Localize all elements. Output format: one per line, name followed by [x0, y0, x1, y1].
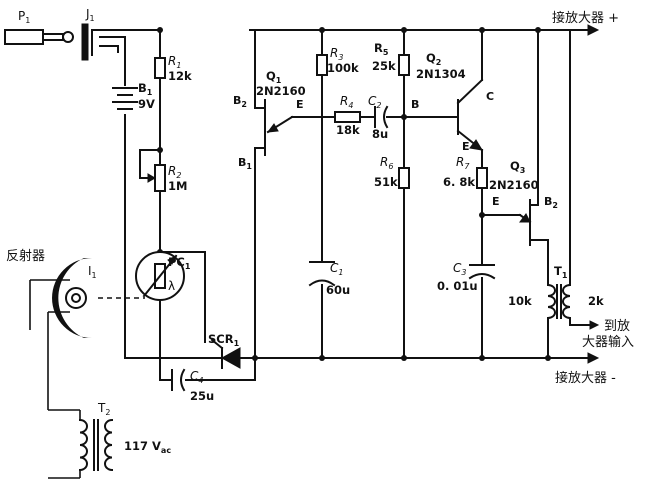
scr1-symbol	[210, 338, 241, 369]
r3-label: R3	[330, 46, 343, 62]
q1-pin-e: E	[296, 98, 304, 111]
q1-label: Q1	[266, 69, 282, 85]
amp-plus-label: 接放大器 +	[552, 10, 619, 26]
plug-p1-symbol	[4, 29, 74, 45]
r5-value: 25k	[372, 59, 396, 73]
r6-value: 51k	[374, 175, 398, 189]
q2-pin-c: C	[486, 90, 494, 103]
to-amp-label-line2: 大器输入	[582, 334, 634, 350]
q1-pin-b1: B1	[238, 156, 252, 171]
q3-pin-b2: B2	[544, 195, 558, 210]
r1-label: R1	[168, 54, 181, 70]
potentiometer-r2-symbol	[147, 164, 166, 192]
q2-part: 2N1304	[416, 67, 466, 81]
j1-label: J1	[85, 7, 95, 23]
junction-dots	[157, 27, 551, 361]
t2-label: T2	[97, 401, 110, 417]
i1-label: I1	[88, 264, 97, 280]
wires	[29, 24, 600, 479]
c1-value: 60u	[326, 283, 350, 297]
c2-label: C2	[368, 94, 381, 110]
r3-value: 100k	[327, 61, 359, 75]
bjt-q2-symbol	[444, 99, 483, 151]
transformer-t2-symbol	[78, 418, 114, 472]
t1-secondary: 2k	[588, 294, 604, 308]
resistor-r7-symbol	[476, 167, 488, 189]
capacitor-c2-symbol	[374, 105, 389, 129]
resistor-r6-symbol	[398, 167, 410, 189]
c1-label: C1	[330, 261, 343, 277]
q3-part: 2N2160	[489, 178, 539, 192]
r6-label: R6	[380, 155, 393, 171]
q2-pin-b: B	[411, 98, 419, 111]
q2-label: Q2	[426, 51, 441, 67]
resistor-r3-symbol	[316, 54, 328, 76]
scr1-label: SCR1	[208, 332, 240, 348]
capacitor-c4-symbol	[171, 368, 186, 392]
t2-value: 117 Vac	[124, 439, 171, 455]
jack-j1-symbol	[81, 23, 101, 61]
t1-label: T1	[554, 264, 568, 280]
c2-value: 8u	[372, 127, 388, 141]
b1-value: 9V	[138, 97, 155, 111]
r2-value: 1M	[168, 179, 187, 193]
q3-pin-e: E	[492, 195, 500, 208]
resistor-r1-symbol	[154, 57, 166, 79]
ujt-q3-symbol	[518, 199, 539, 246]
capacitor-c1-symbol	[308, 261, 336, 287]
c4-label: C4	[190, 369, 203, 385]
reflector-label: 反射器	[6, 248, 45, 264]
q2-pin-e: E	[462, 140, 470, 153]
q1-pin-b2: B2	[233, 94, 247, 109]
r7-value: 6. 8k	[443, 175, 475, 189]
r4-value: 18k	[336, 123, 360, 137]
to-amp-label-line1: 到放	[604, 319, 630, 334]
battery-b1-symbol	[112, 87, 138, 110]
amp-minus-label: 接放大器 -	[555, 370, 616, 386]
b1-label: B1	[138, 81, 153, 97]
r1-value: 12k	[168, 69, 192, 83]
capacitor-c3-symbol	[468, 264, 496, 280]
r4-label: R4	[340, 94, 353, 110]
photocell-pc1-symbol	[135, 251, 185, 301]
r2-label: R2	[168, 164, 181, 180]
p1-label: P1	[18, 9, 30, 25]
reflector-lamp-symbol	[52, 258, 92, 338]
t1-primary: 10k	[508, 294, 532, 308]
q3-label: Q3	[510, 159, 525, 175]
c3-value: 0. 01u	[437, 279, 478, 293]
pc1-label: PC1	[168, 255, 191, 271]
resistor-r4-symbol	[334, 111, 361, 123]
resistor-r5-symbol	[398, 54, 410, 76]
c3-label: C3	[453, 261, 466, 277]
lamp-lambda: λ	[168, 279, 175, 293]
transformer-t1-symbol	[546, 283, 572, 320]
c4-value: 25u	[190, 389, 214, 403]
ujt-q1-symbol	[254, 99, 294, 156]
q1-part: 2N2160	[256, 84, 306, 98]
r7-label: R7	[456, 155, 470, 171]
r5-label: R5	[374, 41, 389, 57]
